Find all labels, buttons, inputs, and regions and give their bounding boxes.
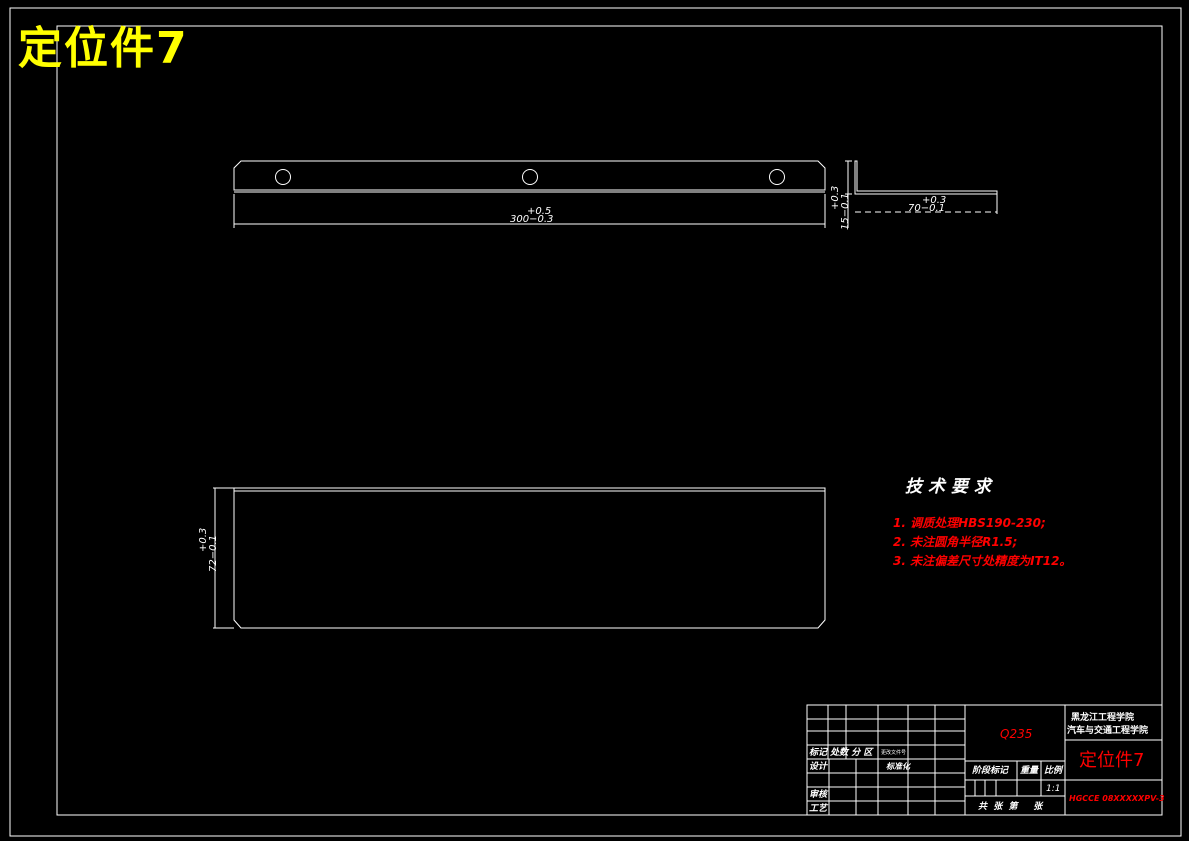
tb-school-2: 汽车与交通工程学院 (1067, 724, 1148, 736)
dim-length-upper: +0.5 (527, 206, 551, 217)
tb-school-1: 黑龙江工程学院 (1071, 711, 1134, 723)
outer-border (9, 7, 1182, 837)
note-3: 3. 未注偏差尺寸处精度为IT12。 (893, 554, 1071, 568)
dim-flange-lower: 70−0.1 (908, 203, 945, 214)
dim-flange-upper: +0.3 (922, 195, 946, 206)
tb-standardize: 标准化 (886, 762, 912, 771)
drawing-heading: 定位件7 (18, 23, 189, 74)
note-2: 2. 未注圆角半径R1.5; (893, 535, 1017, 549)
dim-width: +0.3 72−0.1 (198, 525, 219, 572)
hole-middle (522, 169, 538, 185)
dim-height: +0.3 15−0.1 (830, 183, 851, 230)
dim-width-upper: +0.3 (198, 528, 209, 552)
notes-title: 技 术 要 求 (905, 477, 994, 497)
title-block (806, 704, 1163, 816)
tb-ratio: 比例 (1044, 765, 1064, 776)
front-view (233, 160, 826, 228)
tb-row-header: 标记 处数 分 区 (809, 747, 874, 758)
tb-stage-mark: 阶段标记 (972, 765, 1009, 776)
tb-check: 审核 (809, 789, 829, 800)
tb-material: Q235 (1000, 727, 1032, 741)
tb-design: 设计 (809, 761, 829, 772)
tb-part-name: 定位件7 (1079, 750, 1144, 771)
dim-height-upper: +0.3 (830, 186, 841, 210)
tb-scale: 1:1 (1046, 784, 1060, 794)
tb-sheets: 共 张 第 张 (978, 801, 1044, 812)
inner-frame (56, 25, 1163, 816)
dim-height-lower: 15−0.1 (840, 193, 851, 230)
tb-file-no: 更改文件号 (881, 749, 906, 756)
side-view (845, 160, 998, 228)
top-view (213, 487, 826, 629)
dim-width-lower: 72−0.1 (208, 535, 219, 572)
hole-right (769, 169, 785, 185)
dim-length-lower: 300−0.3 (510, 214, 553, 225)
tb-weight: 重量 (1020, 765, 1039, 776)
tb-drawing-no: HGCCE 08XXXXXPV-3 (1069, 794, 1165, 803)
hole-left (275, 169, 291, 185)
note-1: 1. 调质处理HBS190-230; (893, 516, 1046, 530)
tb-process: 工艺 (809, 803, 829, 814)
